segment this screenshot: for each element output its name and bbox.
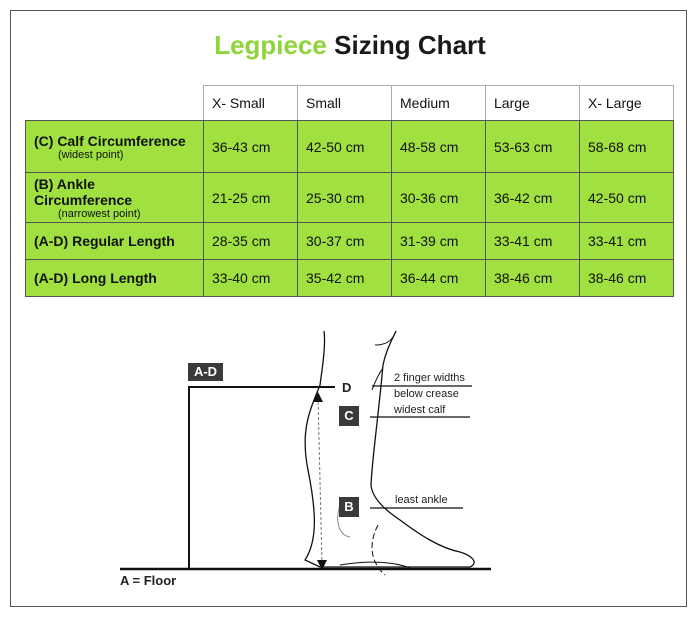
- column-header: Large: [485, 85, 580, 121]
- measure-line: [317, 396, 323, 566]
- least-ankle-label: least ankle: [395, 494, 448, 506]
- table-row: (B) Ankle Circumference(narrowest point)…: [25, 172, 674, 223]
- cell: 33-41 cm: [579, 222, 674, 260]
- row-label: (A-D) Long Length: [25, 259, 204, 297]
- height-bracket: [188, 386, 335, 569]
- cell: 38-46 cm: [485, 259, 580, 297]
- cell: 30-36 cm: [391, 172, 486, 223]
- widest-calf-label: widest calf: [394, 404, 446, 416]
- finger-width-label: 2 finger widths: [394, 372, 465, 384]
- cell: 38-46 cm: [579, 259, 674, 297]
- ad-label: A-D: [188, 363, 223, 381]
- cell: 25-30 cm: [297, 172, 392, 223]
- cell: 21-25 cm: [203, 172, 298, 223]
- ankle-bone: [337, 504, 351, 538]
- table-row: (A-D) Long Length 33-40 cm 35-42 cm 36-4…: [25, 259, 674, 297]
- leg-outline: [304, 330, 475, 568]
- table-header-row: X- Small Small Medium Large X- Large: [25, 85, 674, 121]
- cell: 35-42 cm: [297, 259, 392, 297]
- cell: 31-39 cm: [391, 222, 486, 260]
- below-crease-label: below crease: [394, 388, 459, 400]
- knee-line: [371, 367, 384, 391]
- cell: 28-35 cm: [203, 222, 298, 260]
- row-label: (A-D) Regular Length: [25, 222, 204, 260]
- table-row: (A-D) Regular Length 28-35 cm 30-37 cm 3…: [25, 222, 674, 260]
- cell: 42-50 cm: [297, 120, 392, 173]
- table-row: (C) Calf Circumference(widest point) 36-…: [25, 120, 674, 173]
- c-label: C: [339, 406, 359, 426]
- cell: 36-44 cm: [391, 259, 486, 297]
- floor-label: A = Floor: [120, 573, 177, 588]
- b-label: B: [339, 497, 359, 517]
- column-header: X- Large: [579, 85, 674, 121]
- cell: 33-41 cm: [485, 222, 580, 260]
- knee-crease: [374, 330, 397, 346]
- header-blank: [25, 85, 204, 121]
- column-header: Medium: [391, 85, 486, 121]
- row-label: (B) Ankle Circumference(narrowest point): [25, 172, 204, 223]
- cell: 36-43 cm: [203, 120, 298, 173]
- d-label: D: [342, 380, 352, 395]
- cell: 58-68 cm: [579, 120, 674, 173]
- page-title: Legpiece Sizing Chart: [214, 30, 486, 60]
- sole-line: [339, 561, 411, 569]
- cell: 36-42 cm: [485, 172, 580, 223]
- row-label: (C) Calf Circumference(widest point): [25, 120, 204, 173]
- cell: 33-40 cm: [203, 259, 298, 297]
- arrow-down-icon: [317, 560, 327, 570]
- arrow-up-icon: [313, 392, 323, 402]
- chart-frame: [10, 10, 687, 607]
- heel-line: [371, 524, 386, 576]
- sizing-table: X- Small Small Medium Large X- Large (C)…: [25, 85, 674, 297]
- cell: 53-63 cm: [485, 120, 580, 173]
